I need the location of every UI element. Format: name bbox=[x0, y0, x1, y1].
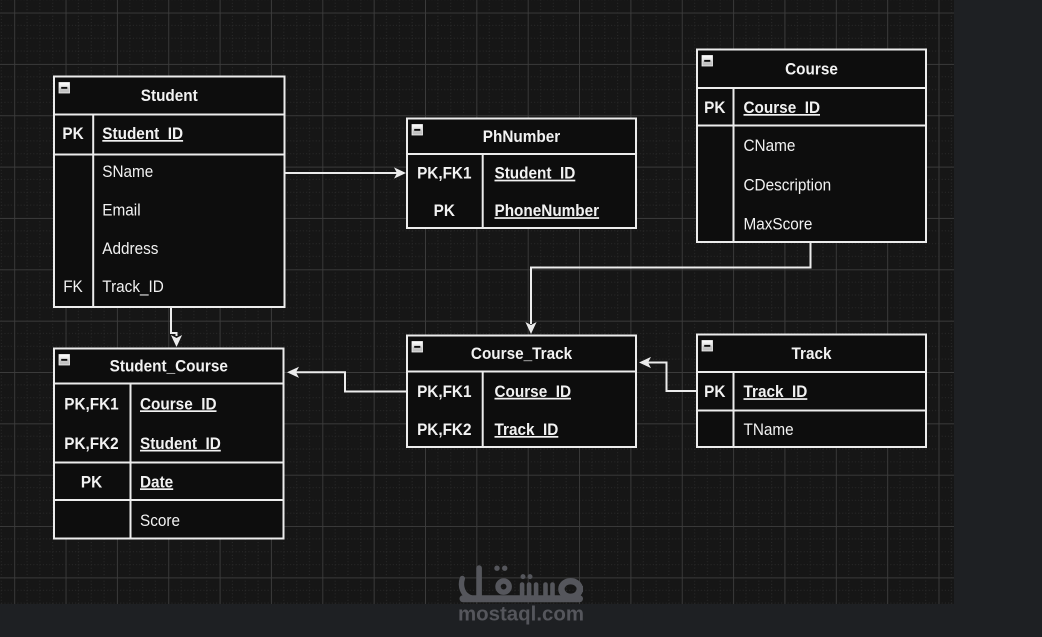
svg-text:MaxScore: MaxScore bbox=[744, 215, 813, 234]
svg-text:Track: Track bbox=[792, 344, 832, 363]
svg-text:mostaql.com: mostaql.com bbox=[458, 603, 584, 626]
svg-text:Course_ID: Course_ID bbox=[495, 382, 572, 401]
svg-text:Track_ID: Track_ID bbox=[102, 277, 164, 296]
svg-text:Student: Student bbox=[141, 86, 198, 105]
svg-text:PK,FK2: PK,FK2 bbox=[417, 420, 471, 439]
svg-text:TName: TName bbox=[744, 420, 794, 439]
svg-text:SName: SName bbox=[102, 162, 153, 181]
svg-text:Course: Course bbox=[785, 59, 838, 78]
svg-text:PhoneNumber: PhoneNumber bbox=[495, 201, 600, 220]
svg-text:FK: FK bbox=[63, 277, 83, 296]
svg-text:Student_ID: Student_ID bbox=[495, 164, 576, 183]
svg-text:Course_ID: Course_ID bbox=[140, 394, 217, 413]
svg-text:PK: PK bbox=[81, 472, 103, 491]
svg-text:Student_ID: Student_ID bbox=[102, 124, 183, 143]
svg-text:Score: Score bbox=[140, 511, 180, 530]
svg-text:Track_ID: Track_ID bbox=[495, 420, 559, 439]
svg-text:PK,FK1: PK,FK1 bbox=[417, 164, 471, 183]
svg-text:Track_ID: Track_ID bbox=[744, 382, 808, 401]
svg-text:CName: CName bbox=[744, 136, 796, 155]
svg-text:Student_Course: Student_Course bbox=[110, 357, 228, 376]
svg-text:Course_ID: Course_ID bbox=[744, 98, 821, 117]
svg-text:PK,FK1: PK,FK1 bbox=[417, 382, 471, 401]
svg-text:Email: Email bbox=[102, 200, 140, 219]
svg-text:CDescription: CDescription bbox=[744, 175, 832, 194]
svg-text:Address: Address bbox=[102, 239, 158, 258]
svg-text:PK: PK bbox=[62, 124, 84, 143]
svg-text:PK: PK bbox=[434, 201, 456, 220]
svg-text:Date: Date bbox=[140, 472, 173, 491]
svg-text:PK: PK bbox=[704, 382, 726, 401]
svg-text:PK: PK bbox=[704, 98, 726, 117]
svg-text:PK,FK2: PK,FK2 bbox=[64, 434, 118, 453]
svg-text:Student_ID: Student_ID bbox=[140, 434, 221, 453]
svg-text:PhNumber: PhNumber bbox=[483, 127, 561, 146]
svg-text:PK,FK1: PK,FK1 bbox=[64, 394, 118, 413]
svg-text:Course_Track: Course_Track bbox=[471, 344, 573, 363]
